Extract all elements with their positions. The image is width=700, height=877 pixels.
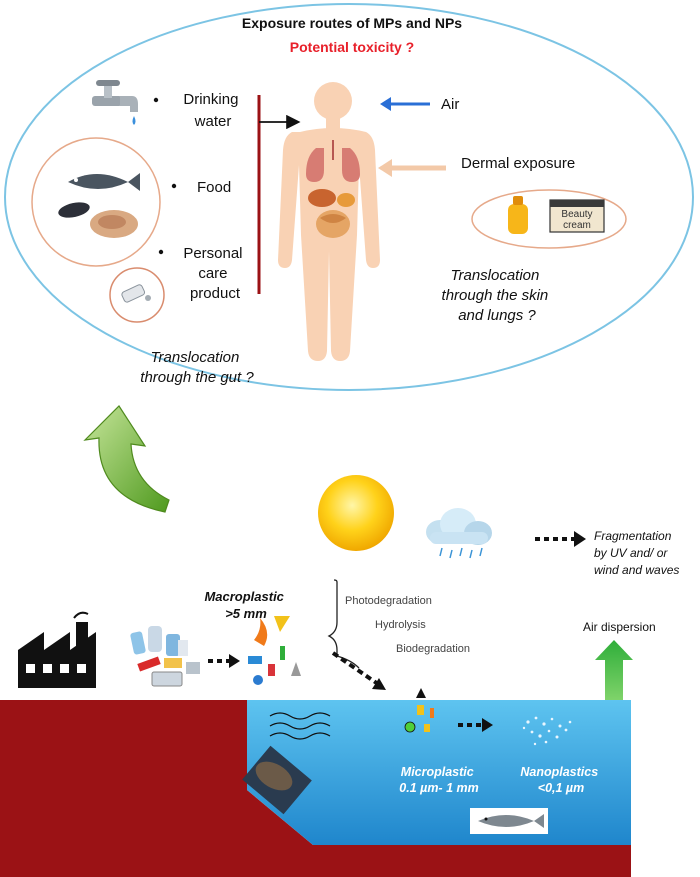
drinking-water-label: Drinking water [183,91,242,130]
fragmentation-legend-arrow-head [574,531,586,547]
translocation-gut-label: Translocation through the gut ? [140,349,254,386]
bullet-dot [171,183,177,189]
translocation-skin-lungs-label: Translocation through the skin and lungs… [442,267,553,324]
mussel-on-seabed-icon [242,745,312,815]
plastic-waste-icon [130,626,200,687]
air-dispersion-label: Air dispersion [583,620,656,634]
process-brace [327,579,360,669]
rain-cloud-icon [426,508,492,559]
bullet-dot [158,249,164,255]
biodegradation-label: Biodegradation [396,643,470,655]
waves-icon [269,712,331,740]
nanoplastics-label: Nanoplastics <0,1 µm [520,765,601,795]
potential-toxicity-label: Potential toxicity ? [290,39,414,55]
cosmetic-tube-icon [121,284,151,303]
human-body-figure [278,82,380,361]
oyster-icon [90,210,138,238]
land-right-edge [631,700,700,877]
mussel-icon [58,202,90,218]
nanoplastic-particles-icon [522,716,572,746]
air-label: Air [441,96,459,113]
tap-icon [92,80,138,125]
beauty-cream-label-line1: Beauty [561,209,592,220]
food-circle [31,137,161,267]
beauty-cream-jar-icon: Beauty cream [549,199,605,233]
lotion-bottle-icon [508,196,528,234]
food-label: Food [197,179,231,196]
dermal-exposure-label: Dermal exposure [461,155,575,172]
fish-in-water-icon [470,808,548,834]
dermal-arrow-head [378,159,392,177]
macro-to-water-arrow [331,651,380,686]
fragmentation-label: Fragmentation by UV and/ or wind and wav… [594,529,679,577]
digestive-organs-icon [308,189,355,238]
page-title: Exposure routes of MPs and NPs [242,15,462,31]
green-curved-arrow [83,405,170,513]
fish-icon [68,173,140,191]
microplastic-particles-icon [404,688,434,733]
lungs-icon [306,140,360,182]
macroplastic-label: Macroplastic >5 mm [204,589,287,621]
bullet-dot [153,97,159,103]
factory-icon [18,611,96,688]
land-ground [0,700,631,877]
microplastic-label: Microplastic 0.1 µm- 1 mm [399,765,478,795]
macroplastic-items-icon [248,616,301,685]
photodegradation-label: Photodegradation [345,595,432,607]
air-arrow-head [380,97,391,111]
beauty-cream-label-line2: cream [563,220,591,231]
hydrolysis-label: Hydrolysis [375,619,426,631]
sun-icon [318,475,394,551]
personal-care-label: Personal care product [183,245,246,302]
air-dispersion-arrow [595,640,633,700]
